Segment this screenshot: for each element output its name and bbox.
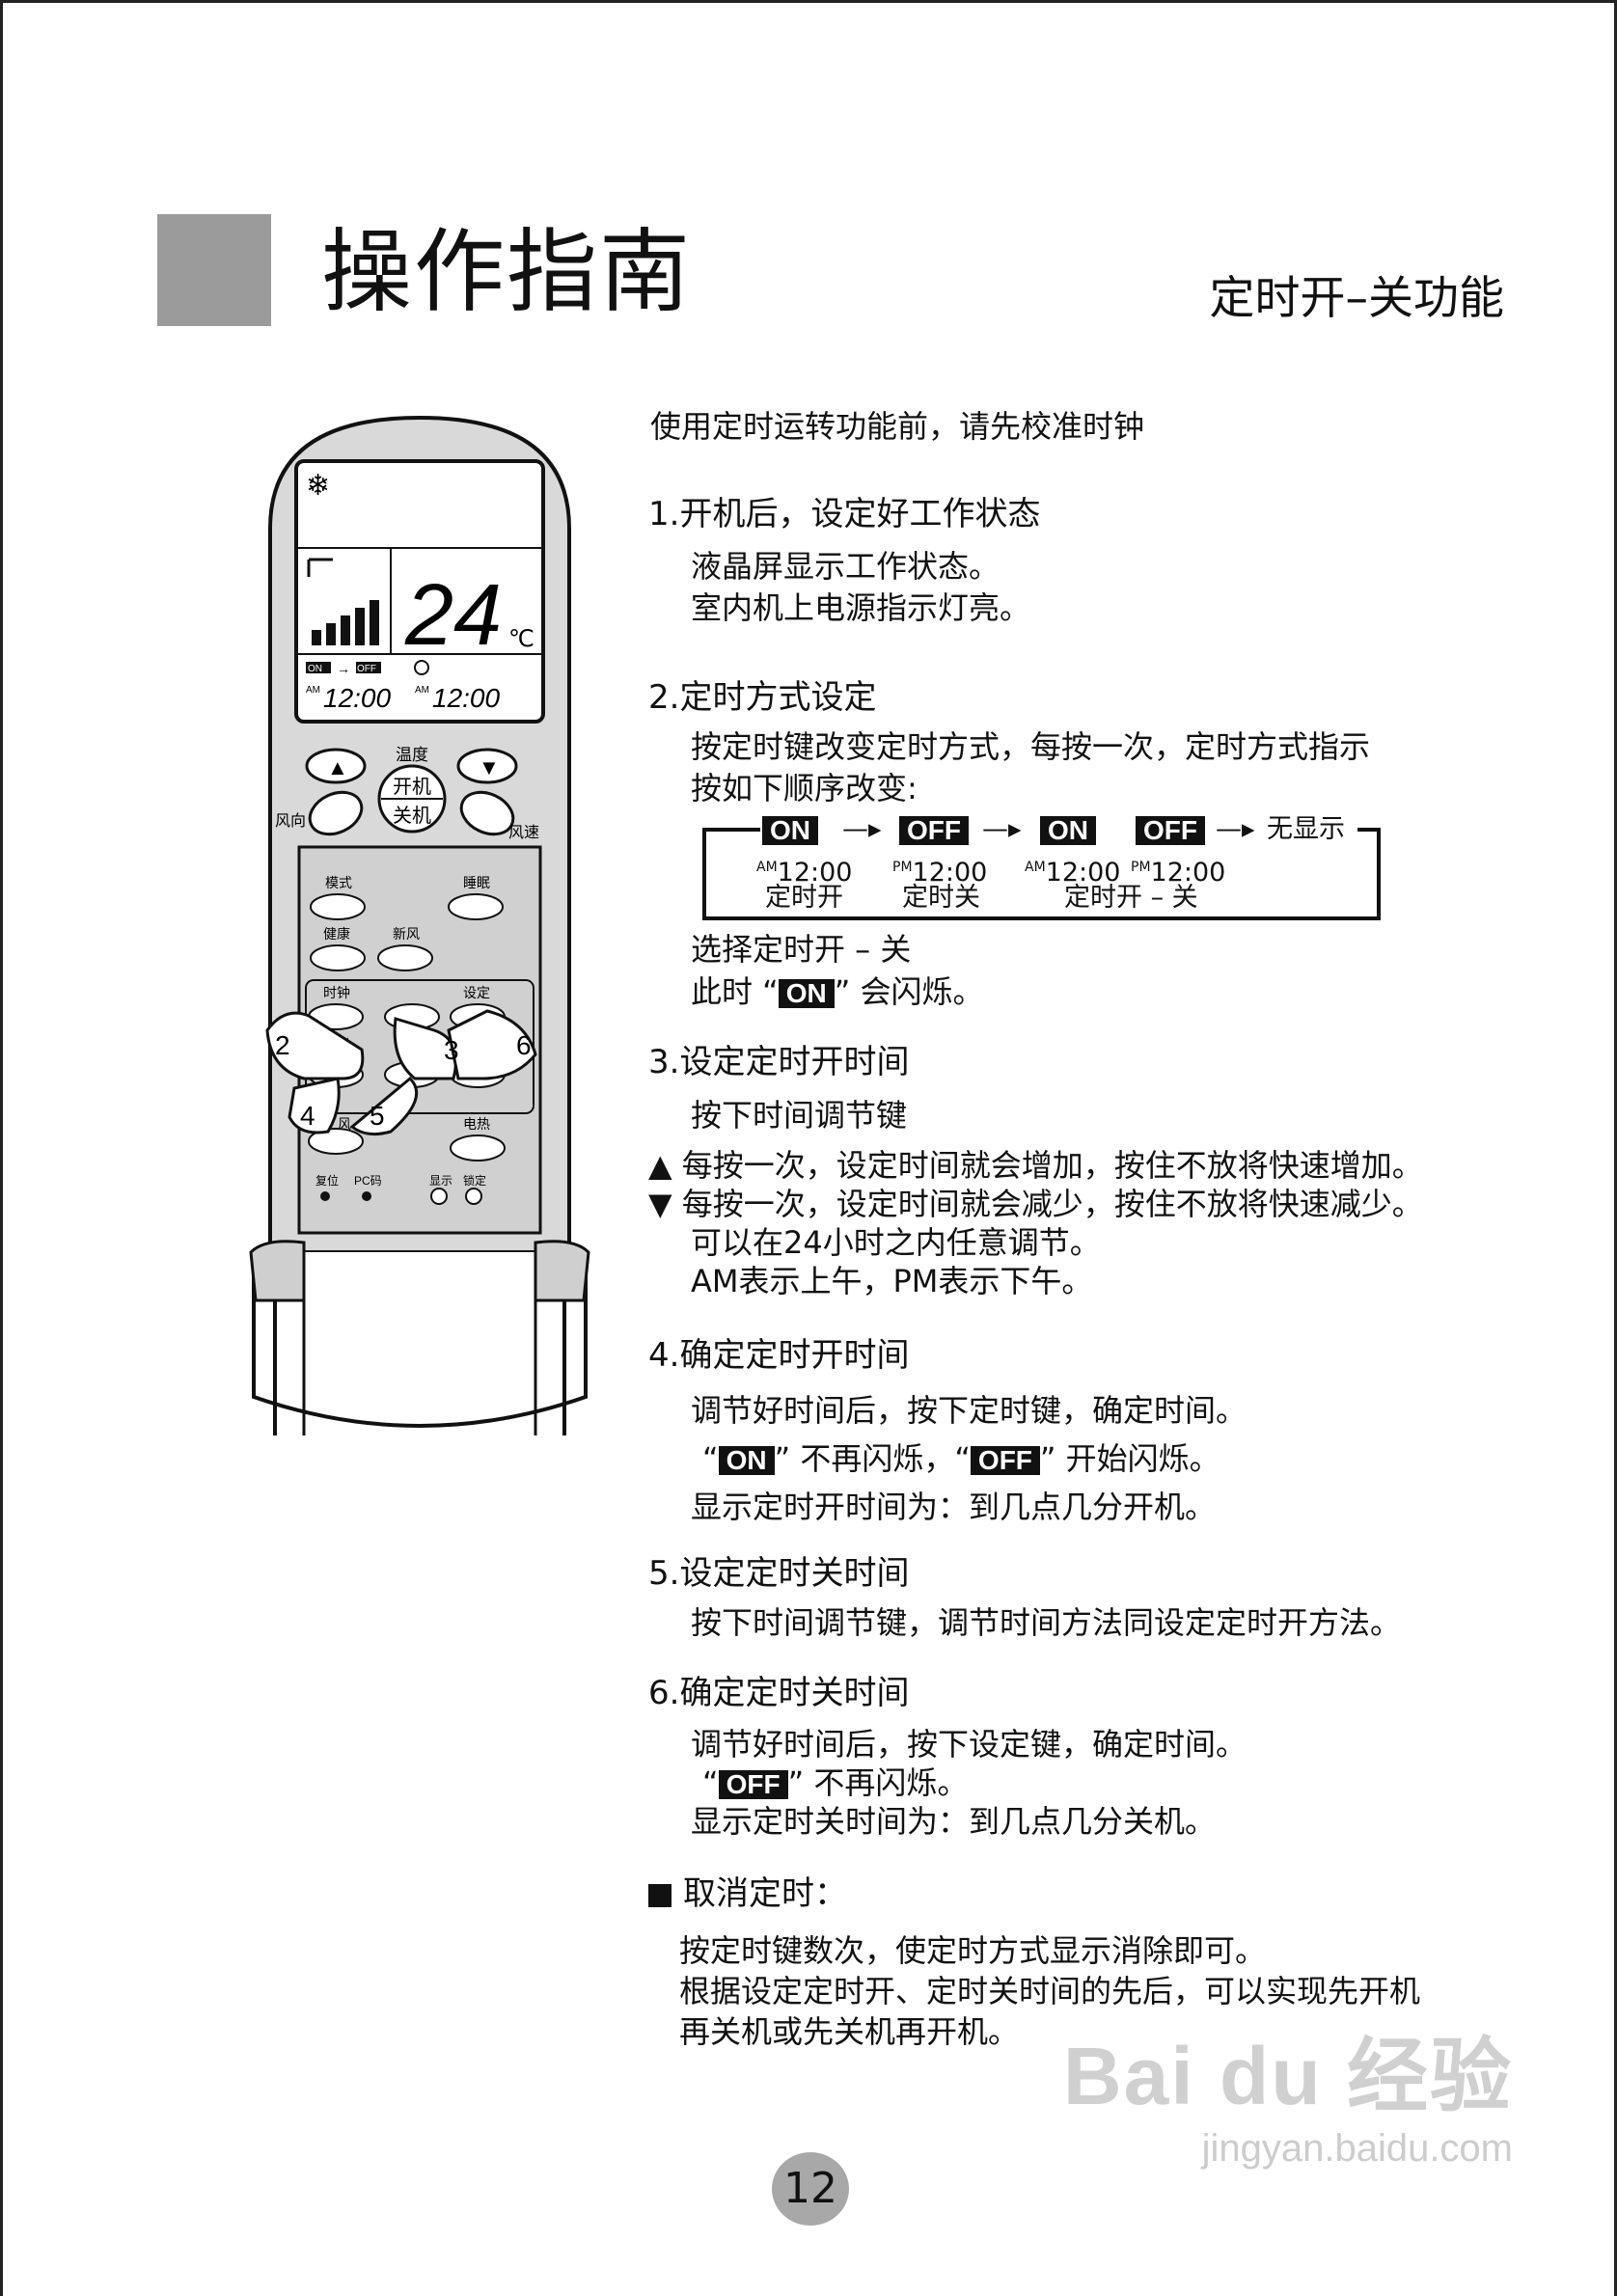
step-4-line-1: 调节好时间后，按下定时键，确定时间。	[691, 1392, 1247, 1429]
seq-caption-off: 定时关	[902, 883, 980, 913]
svg-text:▲: ▲	[327, 755, 348, 779]
svg-text:模式: 模式	[325, 875, 352, 890]
svg-text:12:00: 12:00	[323, 683, 391, 713]
svg-text:▼: ▼	[479, 755, 500, 779]
svg-text:开机: 开机	[393, 776, 431, 798]
step-1-line-2: 室内机上电源指示灯亮。	[691, 589, 1031, 626]
page-border-left	[0, 0, 3, 2296]
svg-text:风: 风	[338, 1116, 351, 1132]
inline-badge-off-2: OFF	[718, 1770, 788, 1799]
svg-text:风向: 风向	[275, 812, 306, 830]
step-3-down: ▼ 每按一次，设定时间就会减少，按住不放将快速减少。	[648, 1186, 1423, 1222]
seq-arrow-1: —▸	[842, 814, 882, 844]
seq-badge-off-2: OFF	[1136, 816, 1205, 845]
svg-text:关机: 关机	[393, 805, 431, 827]
seq-caption-on: 定时开	[765, 883, 843, 913]
step-2-after-line-1: 选择定时开 – 关	[691, 931, 912, 968]
step-4-heading: 4.确定定时开时间	[648, 1336, 910, 1375]
step-3-line-1: 按下时间调节键	[691, 1097, 908, 1134]
lcd-unit: ℃	[508, 626, 534, 652]
step-1-line-1: 液晶屏显示工作状态。	[691, 548, 1000, 585]
seq-time-1: AM12:00	[756, 858, 853, 888]
svg-text:新风: 新风	[393, 926, 420, 942]
step-1-heading: 1.开机后，设定好工作状态	[648, 495, 1041, 533]
svg-text:设定: 设定	[463, 985, 490, 1000]
square-bullet-icon	[648, 1883, 671, 1907]
page-title: 操作指南	[321, 220, 693, 325]
inline-badge-on: ON	[778, 979, 835, 1008]
svg-text:锁定: 锁定	[463, 1173, 486, 1188]
remote-control-illustration: ❄ 24 ℃ ON → OFF AM 12:00 AM 12:00 ▲ ▼ 温度…	[246, 415, 593, 1435]
seq-arrow-3: —▸	[1216, 814, 1255, 844]
intro-text: 使用定时运转功能前，请先校准时钟	[650, 408, 1145, 445]
seq-time-2: PM12:00	[892, 858, 988, 888]
seq-arrow-2: —▸	[982, 814, 1022, 844]
svg-text:PC码: PC码	[354, 1174, 382, 1188]
sequence-frame-top-right	[1357, 828, 1377, 832]
step-2-after-line-2: 此时 “ON” 会闪烁。	[691, 973, 984, 1010]
step-3-up: ▲ 每按一次，设定时间就会增加，按住不放将快速增加。	[648, 1147, 1423, 1184]
page-number: 12	[772, 2152, 849, 2226]
cancel-line-2: 根据设定定时开、定时关时间的先后，可以实现先开机	[679, 1973, 1421, 2009]
callout-3: 3	[444, 1035, 459, 1065]
step-6-heading: 6.确定定时关时间	[648, 1674, 910, 1712]
step-5-heading: 5.设定定时关时间	[648, 1554, 910, 1593]
inline-badge-on-2: ON	[718, 1446, 775, 1475]
step-3-range: 可以在24小时之内任意调节。	[691, 1224, 1101, 1261]
callout-2: 2	[275, 1030, 290, 1060]
step-2-heading: 2.定时方式设定	[648, 678, 877, 717]
step-3-ampm: AM表示上午，PM表示下午。	[691, 1263, 1093, 1299]
cancel-heading: 取消定时：	[648, 1872, 847, 1916]
svg-text:健康: 健康	[323, 926, 350, 942]
sequence-frame-top-left	[702, 828, 760, 832]
seq-badge-on-2: ON	[1040, 816, 1096, 845]
seq-caption-on-off: 定时开 – 关	[1064, 883, 1198, 913]
watermark-url: jingyan.baidu.com	[1201, 2127, 1513, 2170]
seq-none-label: 无显示	[1267, 814, 1345, 844]
snow-icon: ❄	[306, 470, 330, 502]
svg-text:ON: ON	[308, 664, 322, 674]
svg-text:风速: 风速	[508, 824, 539, 841]
seq-badge-off-1: OFF	[899, 816, 969, 845]
step-6-line-2: “OFF” 不再闪烁。	[702, 1764, 969, 1801]
svg-text:复位: 复位	[315, 1173, 339, 1188]
callout-6: 6	[516, 1030, 532, 1060]
inline-badge-off: OFF	[970, 1446, 1040, 1475]
lcd-temperature: 24	[404, 567, 502, 664]
watermark-brand: Bai du 经验	[1062, 2031, 1513, 2121]
callout-5: 5	[370, 1101, 385, 1131]
svg-text:OFF: OFF	[357, 664, 376, 674]
cancel-line-3: 再关机或先关机再开机。	[679, 2013, 1020, 2050]
page-subtitle: 定时开–关功能	[1209, 272, 1505, 325]
step-3-heading: 3.设定定时开时间	[648, 1043, 910, 1081]
svg-text:12:00: 12:00	[432, 683, 500, 713]
page-border-top	[0, 0, 1617, 3]
svg-text:AM: AM	[306, 685, 320, 696]
svg-text:温度: 温度	[396, 746, 428, 764]
svg-text:电热: 电热	[463, 1116, 490, 1132]
step-5-line-1: 按下时间调节键，调节时间方法同设定定时开方法。	[691, 1604, 1402, 1641]
seq-time-4: PM12:00	[1131, 858, 1226, 888]
step-2-line-2: 按如下顺序改变:	[691, 770, 918, 806]
svg-text:显示: 显示	[429, 1174, 452, 1188]
sequence-frame	[702, 828, 1381, 920]
step-4-line-2: “ON” 不再闪烁，“OFF” 开始闪烁。	[702, 1440, 1220, 1477]
header-block	[157, 214, 271, 326]
page-border-right	[1614, 0, 1617, 2296]
step-6-line-3: 显示定时关时间为：到几点几分关机。	[691, 1803, 1217, 1840]
seq-time-3: AM12:00	[1025, 858, 1121, 888]
svg-text:时钟: 时钟	[323, 985, 350, 1000]
step-4-line-3: 显示定时开时间为：到几点几分开机。	[691, 1489, 1217, 1525]
step-2-line-1: 按定时键改变定时方式，每按一次，定时方式指示	[691, 728, 1371, 765]
svg-text:睡眠: 睡眠	[463, 875, 490, 890]
svg-text:AM: AM	[415, 685, 429, 696]
seq-badge-on-1: ON	[762, 816, 818, 845]
cancel-line-1: 按定时键数次，使定时方式显示消除即可。	[679, 1932, 1267, 1969]
svg-text:→: →	[337, 661, 350, 676]
step-6-line-1: 调节好时间后，按下设定键，确定时间。	[691, 1726, 1247, 1763]
callout-4: 4	[300, 1101, 315, 1131]
